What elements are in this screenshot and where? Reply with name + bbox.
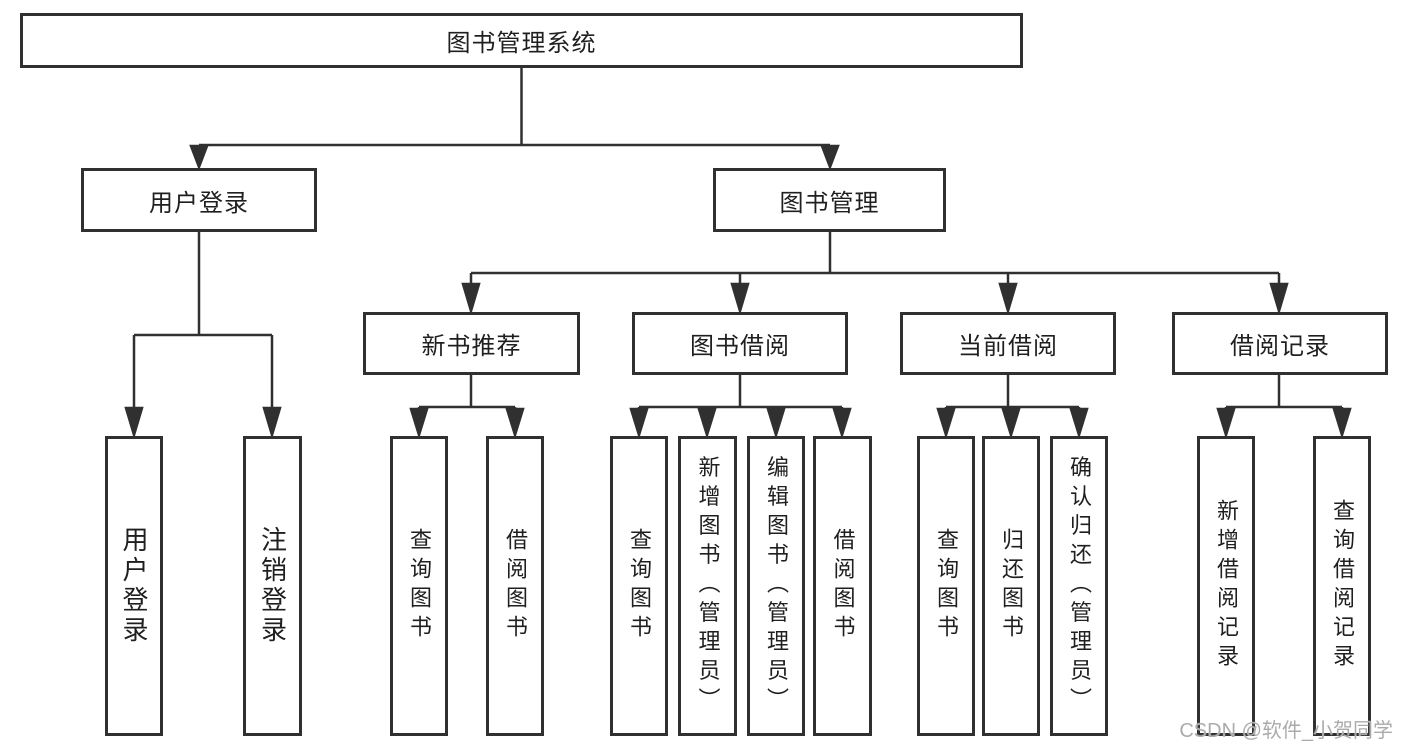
node-borrow-records: 借阅记录: [1172, 312, 1388, 375]
node-book-management-label: 图书管理: [779, 189, 880, 217]
leaf-records-add-record-label: 新增借阅记录: [1214, 499, 1239, 673]
leaf-newbook-query-book-label: 查询图书: [407, 528, 432, 644]
node-current-borrow-label: 当前借阅: [958, 333, 1058, 360]
node-new-book-recommend: 新书推荐: [363, 312, 580, 375]
node-user-login: 用户登录: [81, 168, 317, 232]
node-borrow-records-label: 借阅记录: [1230, 333, 1330, 360]
leaf-borrow-edit-book-admin-label: 编辑图书（管理员）: [764, 455, 789, 717]
connector-root-to-level2: [189, 68, 840, 171]
csdn-watermark: CSDN @软件_小贺同学: [1179, 720, 1393, 742]
leaf-borrow-add-book-admin: 新增图书（管理员）: [678, 436, 737, 736]
leaf-current-confirm-return-admin: 确认归还（管理员）: [1050, 436, 1108, 736]
leaf-current-return-book: 归还图书: [982, 436, 1040, 736]
node-user-login-label: 用户登录: [149, 189, 249, 217]
leaf-borrow-borrow-book: 借阅图书: [813, 436, 872, 736]
leaf-records-add-record: 新增借阅记录: [1197, 436, 1255, 736]
node-library-system-label: 图书管理系统: [446, 30, 597, 57]
leaf-borrow-query-book-label: 查询图书: [627, 528, 652, 644]
connector-borrow-records-to-leaves: [1216, 375, 1352, 440]
node-book-borrow: 图书借阅: [632, 312, 848, 375]
leaf-newbook-borrow-book: 借阅图书: [486, 436, 544, 736]
connector-user-login-to-leaves: [124, 232, 282, 440]
leaf-newbook-borrow-book-label: 借阅图书: [503, 528, 528, 644]
connector-new-book-to-leaves: [409, 375, 525, 440]
leaf-borrow-query-book: 查询图书: [610, 436, 668, 736]
node-book-borrow-label: 图书借阅: [690, 333, 790, 360]
leaf-user-login: 用户登录: [105, 436, 163, 736]
node-new-book-recommend-label: 新书推荐: [421, 333, 522, 360]
connector-current-borrow-to-leaves: [936, 375, 1089, 440]
leaf-borrow-add-book-admin-label: 新增图书（管理员）: [695, 455, 721, 717]
leaf-user-login-label: 用户登录: [119, 526, 149, 646]
leaf-current-return-book-label: 归还图书: [999, 528, 1024, 644]
node-current-borrow: 当前借阅: [900, 312, 1116, 375]
connector-book-borrow-to-leaves: [629, 375, 852, 440]
node-book-management: 图书管理: [713, 168, 946, 232]
leaf-logout: 注销登录: [243, 436, 302, 736]
leaf-current-query-book-label: 查询图书: [934, 528, 959, 644]
leaf-records-query-record-label: 查询借阅记录: [1330, 499, 1355, 673]
leaf-current-query-book: 查询图书: [917, 436, 975, 736]
leaf-logout-label: 注销登录: [257, 526, 288, 646]
leaf-current-confirm-return-admin-label: 确认归还（管理员）: [1067, 455, 1092, 717]
node-library-system: 图书管理系统: [20, 13, 1023, 68]
leaf-records-query-record: 查询借阅记录: [1313, 436, 1371, 736]
leaf-borrow-edit-book-admin: 编辑图书（管理员）: [747, 436, 805, 736]
leaf-newbook-query-book: 查询图书: [390, 436, 448, 736]
leaf-borrow-borrow-book-label: 借阅图书: [830, 528, 856, 644]
connector-book-management-to-level3: [461, 232, 1289, 316]
